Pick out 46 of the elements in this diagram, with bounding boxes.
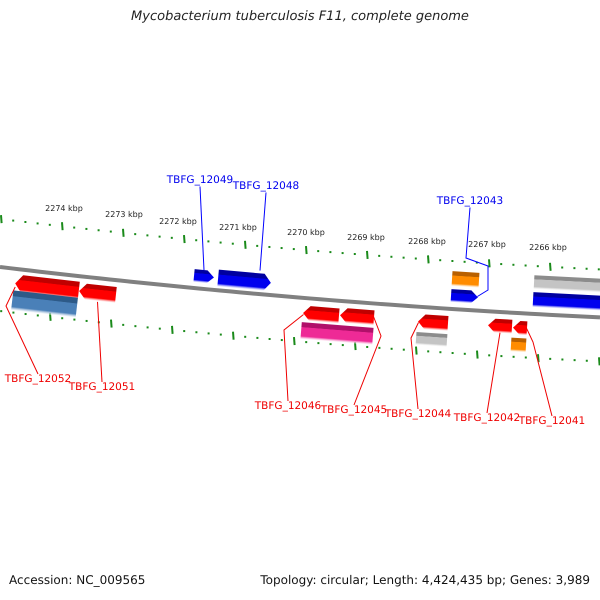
scale-label: 2266 kbp	[529, 244, 567, 253]
gene-feature	[193, 269, 214, 284]
scale-label: 2270 kbp	[287, 229, 325, 238]
scale-label: 2274 kbp	[45, 205, 83, 214]
leader-line	[486, 332, 500, 414]
gene-feature	[418, 314, 448, 331]
gene-label: TBFG_12044	[384, 409, 452, 421]
gene-label: TBFG_12049	[166, 175, 234, 187]
leader-line	[465, 207, 488, 297]
gene-bar	[510, 338, 526, 352]
gene-label: TBFG_12045	[320, 405, 388, 417]
leader-line	[526, 328, 552, 416]
leader-line	[5, 286, 38, 374]
gene-label: TBFG_12041	[518, 416, 586, 428]
gene-feature	[488, 318, 512, 334]
gene-label: TBFG_12048	[232, 181, 300, 193]
gene-feature	[513, 321, 528, 336]
accession-text: Accession: NC_009565	[9, 574, 146, 588]
gene-bar	[452, 271, 480, 288]
leader-line	[354, 316, 382, 406]
gene-label: TBFG_12042	[454, 413, 520, 425]
gene-label: TBFG_12052	[4, 374, 72, 386]
gene-feature	[450, 289, 478, 304]
scale-label: 2273 kbp	[105, 211, 143, 220]
topology-text: Topology: circular; Length: 4,424,435 bp; Genes: 3,989	[260, 574, 590, 588]
gene-bar	[416, 332, 448, 348]
scale-label: 2267 kbp	[468, 241, 506, 250]
gene-bar	[11, 290, 78, 318]
scale-label: 2268 kbp	[408, 238, 446, 247]
title: Mycobacterium tuberculosis F11, complete genome	[131, 10, 469, 24]
leader-line	[283, 314, 304, 402]
gene-bar	[532, 292, 600, 311]
gene-feature	[340, 308, 375, 326]
leader-line	[410, 322, 419, 410]
gene-label: TBFG_12043	[436, 196, 504, 208]
gene-label: TBFG_12051	[68, 382, 136, 394]
scale-label: 2272 kbp	[159, 218, 197, 227]
leader-line	[97, 301, 102, 382]
leader-line	[260, 192, 266, 272]
scale-label: 2271 kbp	[219, 224, 257, 233]
gene-label: TBFG_12046	[254, 401, 322, 413]
scale-label: 2269 kbp	[347, 234, 385, 243]
gene-bar	[534, 275, 600, 293]
gene-feature	[217, 270, 271, 291]
gene-feature	[79, 284, 117, 303]
leader-line	[200, 186, 204, 271]
